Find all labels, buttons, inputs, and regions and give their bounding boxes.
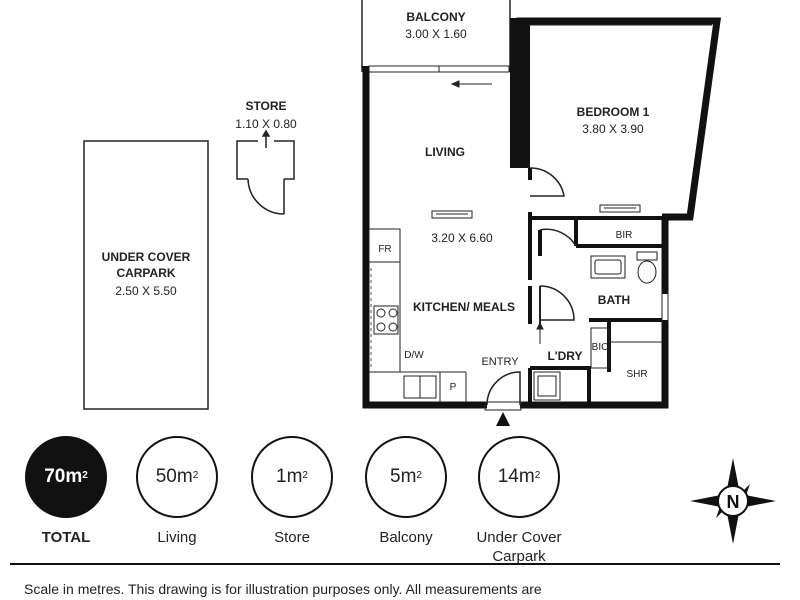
wall-column — [510, 18, 530, 168]
area-total-unit: 2 — [82, 469, 88, 481]
floor-plan: UNDER COVER CARPARK 2.50 X 5.50 STORE 1.… — [83, 0, 722, 426]
kitchen-bench — [368, 228, 467, 402]
carpark-name-line1: UNDER COVER — [102, 250, 191, 264]
carpark-outline — [83, 140, 209, 410]
sliding-door — [368, 65, 510, 88]
bir-label: BIR — [616, 230, 633, 241]
footer-divider — [10, 563, 780, 565]
balcony-name: BALCONY — [406, 10, 465, 24]
area-carpark-unit: 2 — [534, 469, 541, 481]
bath-name: BATH — [598, 293, 630, 307]
door-swings — [486, 167, 577, 406]
area-carpark-value: 14m — [497, 466, 535, 487]
fridge-label: FR — [378, 244, 391, 255]
area-balcony-value: 5m — [390, 466, 417, 487]
store-size: 1.10 X 0.80 — [235, 117, 297, 131]
store-outline — [236, 129, 295, 215]
area-living-value: 50m — [155, 466, 193, 487]
interior-walls — [528, 168, 662, 405]
living-size: 3.20 X 6.60 — [431, 231, 493, 245]
store-name: STORE — [245, 99, 286, 113]
area-balcony-label: Balcony — [379, 529, 433, 546]
living-name: LIVING — [425, 145, 465, 159]
area-living-label: Living — [157, 529, 197, 546]
entry-door-frame — [484, 401, 522, 411]
exterior-walls — [362, 17, 722, 409]
pantry-label: P — [450, 382, 457, 393]
laundry-name: L'DRY — [547, 349, 582, 363]
area-carpark-label-line2: Carpark — [492, 548, 546, 565]
area-store-unit: 2 — [302, 469, 308, 481]
area-living-unit: 2 — [192, 469, 199, 481]
entry-marker — [496, 412, 510, 426]
entry-name: ENTRY — [481, 356, 519, 368]
bic-label: BIC — [592, 342, 609, 353]
compass-n-label: N — [727, 492, 740, 512]
area-carpark-label-line1: Under Cover — [476, 529, 562, 546]
bedroom-name: BEDROOM 1 — [577, 105, 650, 119]
carpark-name-line2: CARPARK — [116, 266, 175, 280]
light-fixtures — [431, 204, 641, 219]
carpark-size: 2.50 X 5.50 — [115, 284, 177, 298]
area-balcony-unit: 2 — [416, 469, 422, 481]
bedroom-size: 3.80 X 3.90 — [582, 122, 644, 136]
dishwasher-label: D/W — [404, 350, 424, 361]
laundry-trough — [533, 321, 561, 401]
shower-label: SHR — [626, 369, 647, 380]
area-store-value: 1m — [276, 466, 303, 487]
north-compass-icon: N — [690, 458, 776, 544]
disclaimer-text: Scale in metres. This drawing is for ill… — [24, 581, 542, 597]
area-store-label: Store — [274, 529, 310, 546]
bath-fixtures — [590, 251, 662, 369]
balcony-size: 3.00 X 1.60 — [405, 27, 467, 41]
bath-window — [661, 292, 669, 322]
area-total-value: 70m — [44, 466, 83, 487]
kitchen-name: KITCHEN/ MEALS — [413, 300, 515, 314]
area-total-label: TOTAL — [41, 529, 91, 546]
